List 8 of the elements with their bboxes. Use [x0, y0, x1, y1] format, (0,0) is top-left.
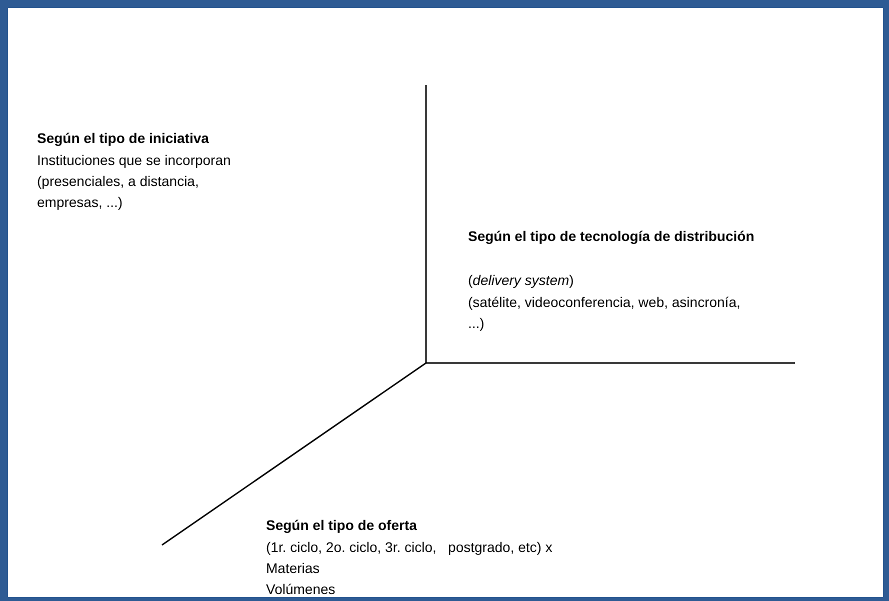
axis-description: Instituciones que se incorporan (presenciales, a distancia, empresas, ...)	[37, 151, 232, 212]
axis-heading: Según el tipo de tecnología de distribución	[468, 227, 756, 246]
axis-description: Volúmenes	[266, 580, 336, 599]
axis-description: (delivery system)	[468, 271, 575, 290]
axis-heading: Según el tipo de oferta	[266, 516, 418, 535]
axis-heading: Según el tipo de iniciativa	[37, 129, 210, 148]
axis-description: (satélite, videoconferencia, web, asincronía, ...)	[468, 293, 742, 333]
axis-description: (1r. ciclo, 2o. ciclo, 3r. ciclo, postgrado, etc) x Materias	[266, 538, 554, 578]
